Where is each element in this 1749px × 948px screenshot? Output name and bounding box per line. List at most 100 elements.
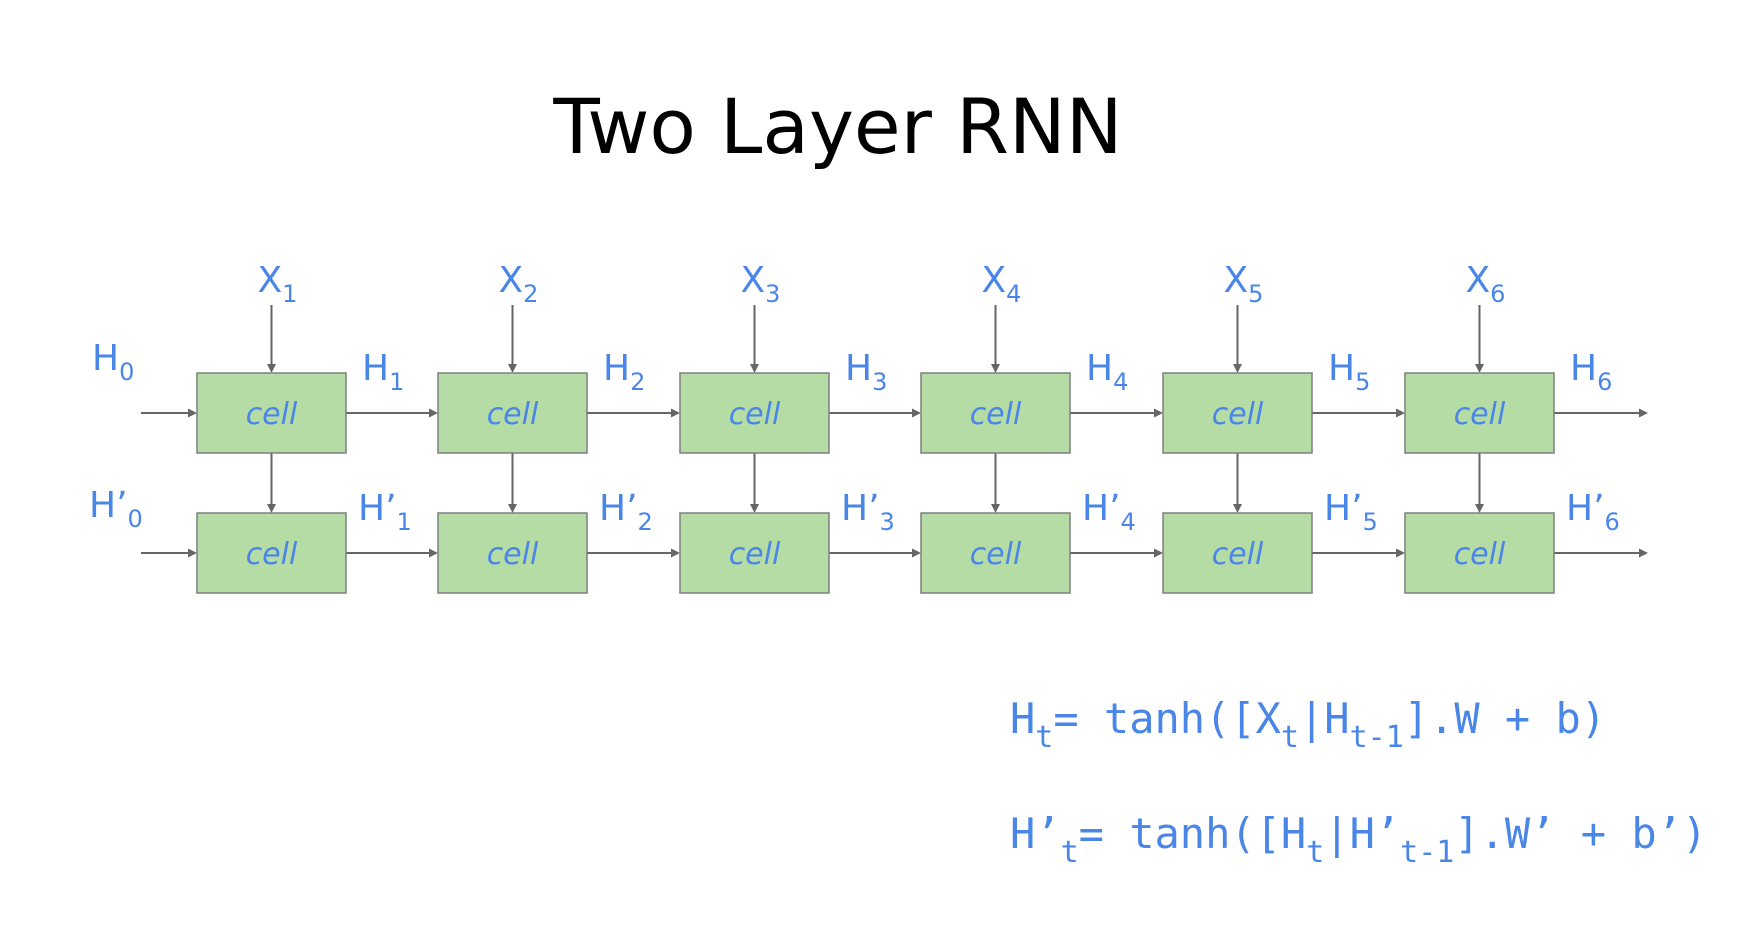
- layer2-state-label-h-prime0-subscript: 0: [128, 505, 143, 533]
- arrowhead: [1154, 408, 1163, 418]
- layer2-state-label-h-prime3-base: H’: [841, 488, 880, 529]
- arrowhead: [1475, 504, 1484, 513]
- layer1-cell-3: cell: [679, 372, 830, 454]
- cell-label: cell: [729, 397, 781, 432]
- formula-subscript: t: [1281, 720, 1299, 755]
- cell-box: [1404, 372, 1555, 454]
- layer2-state-label-h-prime2-subscript: 2: [638, 508, 653, 536]
- input-label-x3: X3: [741, 260, 781, 308]
- arrowhead: [1154, 548, 1163, 558]
- layer2-state-arrow-2: [587, 548, 680, 558]
- layer1-state-label-h2: H2: [603, 348, 645, 396]
- layer1-state-label-h3-subscript: 3: [872, 368, 887, 396]
- cell-label: cell: [1212, 397, 1264, 432]
- cell-box: [920, 512, 1071, 594]
- arrowhead: [1639, 548, 1648, 558]
- input-label-x6: X6: [1466, 260, 1506, 308]
- page-title: Two Layer RNN: [552, 82, 1122, 171]
- cell-box: [437, 512, 588, 594]
- input-label-x2: X2: [499, 260, 539, 308]
- cell-box: [1404, 512, 1555, 594]
- cell-box: [196, 372, 347, 454]
- formula-text: H: [1010, 694, 1035, 743]
- input-label-x5: X5: [1224, 260, 1264, 308]
- layer2-state-label-h-prime2-base: H’: [599, 488, 638, 529]
- layer2-state-label-h-prime5-base: H’: [1324, 488, 1363, 529]
- input-label-x3-base: X: [741, 260, 766, 301]
- layer1-state-label-h3: H3: [845, 348, 887, 396]
- layer2-state-label-h-prime6-base: H’: [1566, 488, 1605, 529]
- layer1-state-label-h0-subscript: 0: [119, 358, 134, 386]
- layer1-cell-6: cell: [1404, 372, 1555, 454]
- layer2-state-label-h-prime3-subscript: 3: [880, 508, 895, 536]
- cell-label: cell: [246, 537, 298, 572]
- input-label-x1-subscript: 1: [282, 280, 297, 308]
- layer1-state-arrow-4: [1070, 408, 1163, 418]
- input-label-x3-subscript: 3: [765, 280, 780, 308]
- arrowhead: [750, 504, 759, 513]
- cell-box: [437, 372, 588, 454]
- input-label-x4-subscript: 4: [1006, 280, 1021, 308]
- arrowhead: [912, 548, 921, 558]
- inter-layer-arrow-3: [750, 453, 759, 513]
- layer1-cell-1: cell: [196, 372, 347, 454]
- arrowhead: [912, 408, 921, 418]
- cell-label: cell: [1212, 537, 1264, 572]
- cell-box: [196, 512, 347, 594]
- arrowhead: [188, 548, 197, 558]
- arrowhead: [1475, 364, 1484, 373]
- formula-text: = tanh([H: [1079, 809, 1307, 858]
- layer1-cell-4: cell: [920, 372, 1071, 454]
- input-label-x1-base: X: [258, 260, 283, 301]
- arrowhead: [429, 548, 438, 558]
- layer2-cell-5: cell: [1162, 512, 1313, 594]
- input-arrow-2: [508, 305, 517, 373]
- layer1-state-label-h4: H4: [1086, 348, 1128, 396]
- formula-2: H’t= tanh([Ht|H’t-1].W’ + b’): [1010, 809, 1707, 870]
- layer1-state-label-h2-subscript: 2: [630, 368, 645, 396]
- cell-label: cell: [970, 397, 1022, 432]
- layer1-state-label-h5-subscript: 5: [1355, 368, 1370, 396]
- layer2-state-arrow-3: [829, 548, 921, 558]
- arrowhead: [508, 364, 517, 373]
- cell-box: [920, 372, 1071, 454]
- layer1-state-label-h5: H5: [1328, 348, 1370, 396]
- arrowhead: [991, 504, 1000, 513]
- arrows-layer: [141, 305, 1648, 558]
- arrowhead: [1396, 548, 1405, 558]
- layer1-state-label-h4-base: H: [1086, 348, 1113, 389]
- formula-subscript: t: [1306, 835, 1324, 870]
- layer1-state-label-h0: H0: [92, 338, 134, 386]
- formula-text: ].W’ + b’): [1454, 809, 1707, 858]
- input-label-x2-subscript: 2: [523, 280, 538, 308]
- layer2-state-label-h-prime5-subscript: 5: [1363, 508, 1378, 536]
- layer1-state-label-h0-base: H: [92, 338, 119, 379]
- cell-label: cell: [729, 537, 781, 572]
- layer1-cell-2: cell: [437, 372, 588, 454]
- input-label-x5-base: X: [1224, 260, 1249, 301]
- layer1-state-label-h5-base: H: [1328, 348, 1355, 389]
- formula-subscript: t-1: [1350, 720, 1404, 755]
- layer2-cell-3: cell: [679, 512, 830, 594]
- formula-text: = tanh([X: [1053, 694, 1281, 743]
- layer2-state-label-h-prime1-base: H’: [358, 488, 397, 529]
- layer2-cell-6: cell: [1404, 512, 1555, 594]
- arrowhead: [429, 408, 438, 418]
- arrowhead: [267, 364, 276, 373]
- cell-label: cell: [1454, 537, 1506, 572]
- arrowhead: [267, 504, 276, 513]
- input-label-x4-base: X: [982, 260, 1007, 301]
- arrowhead: [750, 364, 759, 373]
- formula-subscript: t-1: [1400, 835, 1454, 870]
- arrowhead: [1396, 408, 1405, 418]
- input-label-x6-subscript: 6: [1490, 280, 1505, 308]
- layer1-state-label-h1-base: H: [362, 348, 389, 389]
- formula-text: |H: [1299, 694, 1350, 743]
- layer2-state-label-h-prime0: H’0: [89, 485, 143, 533]
- layer2-output-arrow: [1554, 548, 1648, 558]
- formula-text: H’: [1010, 809, 1061, 858]
- layer1-cell-5: cell: [1162, 372, 1313, 454]
- input-arrow-4: [991, 305, 1000, 373]
- layer2-cell-2: cell: [437, 512, 588, 594]
